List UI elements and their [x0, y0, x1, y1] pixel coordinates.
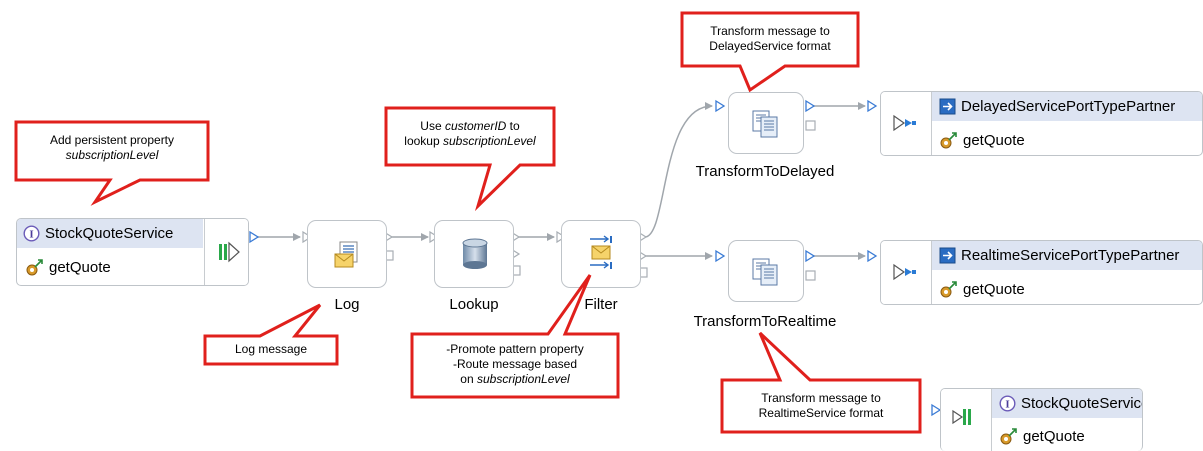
export-side — [204, 219, 248, 285]
import-realtime-operation: getQuote — [963, 281, 1025, 298]
callout-bubble-log-message — [203, 303, 339, 366]
operation-icon — [940, 281, 957, 298]
import-delayed-header: DelayedServicePortTypePartner — [939, 98, 1175, 115]
callout-realtime: Transform message to RealtimeService for… — [722, 391, 920, 421]
operation-icon — [1000, 428, 1017, 445]
interface-icon: I — [999, 395, 1016, 412]
callout-use-line1-pre: Use — [420, 119, 445, 133]
callout-bubble-realtime — [720, 331, 922, 434]
transform-delayed-label: TransformToDelayed — [695, 163, 835, 180]
database-icon — [462, 238, 488, 269]
callout-delayed-line1: Transform message to — [710, 24, 830, 38]
reference-icon — [939, 247, 956, 264]
callout-use-line2-em: subscriptionLevel — [442, 134, 536, 148]
callout-stockquoteservice[interactable]: I StockQuoteService getQuote — [940, 388, 1143, 451]
callout-promote-line1: -Promote pattern property — [446, 342, 584, 356]
callout-use-line2-pre: lookup — [404, 134, 443, 148]
callout-bubble-delayed — [680, 11, 860, 93]
svg-text:I: I — [1005, 399, 1009, 411]
callout-use-customer: Use customerID to lookup subscriptionLev… — [386, 119, 554, 149]
import-realtime-side — [881, 241, 932, 304]
callout-log-line1: Log message — [234, 342, 308, 356]
import-delayed-operation: getQuote — [963, 132, 1025, 149]
callout-header: I StockQuoteService — [999, 395, 1143, 412]
callout-add-property: Add persistent property subscriptionLeve… — [16, 133, 208, 163]
lookup-label: Lookup — [449, 296, 499, 313]
callout-name: StockQuoteService — [1021, 395, 1143, 412]
callout-bubble-add-property — [14, 120, 210, 206]
import-delayed-name: DelayedServicePortTypePartner — [961, 98, 1176, 115]
callout-use-line1-post: to — [506, 119, 520, 133]
interface-icon: I — [23, 225, 40, 242]
callout-delayed: Transform message to DelayedService form… — [682, 24, 858, 54]
log-icon — [334, 241, 358, 268]
import-realtime-header: RealtimeServicePortTypePartner — [939, 247, 1179, 264]
import-delayed-side — [881, 92, 932, 155]
svg-text:I: I — [29, 229, 33, 241]
operation-icon — [26, 259, 43, 276]
callout-operation-row[interactable]: getQuote — [999, 427, 1085, 446]
xsl-transform-icon — [752, 110, 778, 138]
import-arrow-icon — [893, 263, 916, 281]
callout-add-property-line2: subscriptionLevel — [65, 148, 159, 162]
callout-promote-line3-pre: on — [460, 372, 477, 386]
callout-promote-line2: -Route message based — [452, 357, 578, 371]
import-realtime-operation-row[interactable]: getQuote — [939, 280, 1025, 299]
callout-side — [941, 389, 992, 451]
log-label: Log — [334, 296, 360, 313]
export-header: I StockQuoteService — [23, 225, 173, 242]
filter-icon — [590, 235, 612, 269]
reference-icon — [939, 98, 956, 115]
wire-filter-delayed — [644, 105, 713, 238]
callout-promote-line3-em: subscriptionLevel — [476, 372, 570, 386]
callout-bubble-promote — [410, 274, 620, 399]
log-primitive[interactable] — [307, 220, 387, 288]
callout-delayed-line2: DelayedService format — [709, 39, 831, 53]
export-operation-row[interactable]: getQuote — [25, 258, 111, 277]
export-operation: getQuote — [49, 259, 111, 276]
xsl-transform-icon — [752, 258, 778, 286]
export-name: StockQuoteService — [45, 225, 174, 242]
export-arrow-icon — [219, 241, 240, 263]
callout-realtime-line2: RealtimeService format — [758, 406, 884, 420]
filter-primitive[interactable] — [561, 220, 641, 288]
import-delayed-operation-row[interactable]: getQuote — [939, 131, 1025, 150]
transform-delayed-primitive[interactable] — [728, 92, 804, 154]
callout-arrow-icon — [952, 409, 971, 425]
callout-add-property-line1: Add persistent property — [49, 133, 175, 147]
import-realtime-partner[interactable]: RealtimeServicePortTypePartner getQuote — [880, 240, 1203, 305]
callout-use-line1-em: customerID — [444, 119, 507, 133]
transform-realtime-label: TransformToRealtime — [693, 313, 837, 330]
import-arrow-icon — [893, 114, 916, 132]
transform-realtime-primitive[interactable] — [728, 240, 804, 302]
import-realtime-name: RealtimeServicePortTypePartner — [961, 247, 1180, 264]
lookup-primitive[interactable] — [434, 220, 514, 288]
callout-bubble-use-customer — [384, 106, 556, 212]
filter-label: Filter — [584, 296, 618, 313]
callout-log-message: Log message — [205, 342, 337, 357]
operation-icon — [940, 132, 957, 149]
callout-operation: getQuote — [1023, 428, 1085, 445]
callout-realtime-line1: Transform message to — [761, 391, 881, 405]
export-stockquoteservice[interactable]: I StockQuoteService getQuote — [16, 218, 249, 286]
import-delayed-partner[interactable]: DelayedServicePortTypePartner getQuote — [880, 91, 1203, 156]
callout-promote: -Promote pattern property -Route message… — [412, 342, 618, 387]
